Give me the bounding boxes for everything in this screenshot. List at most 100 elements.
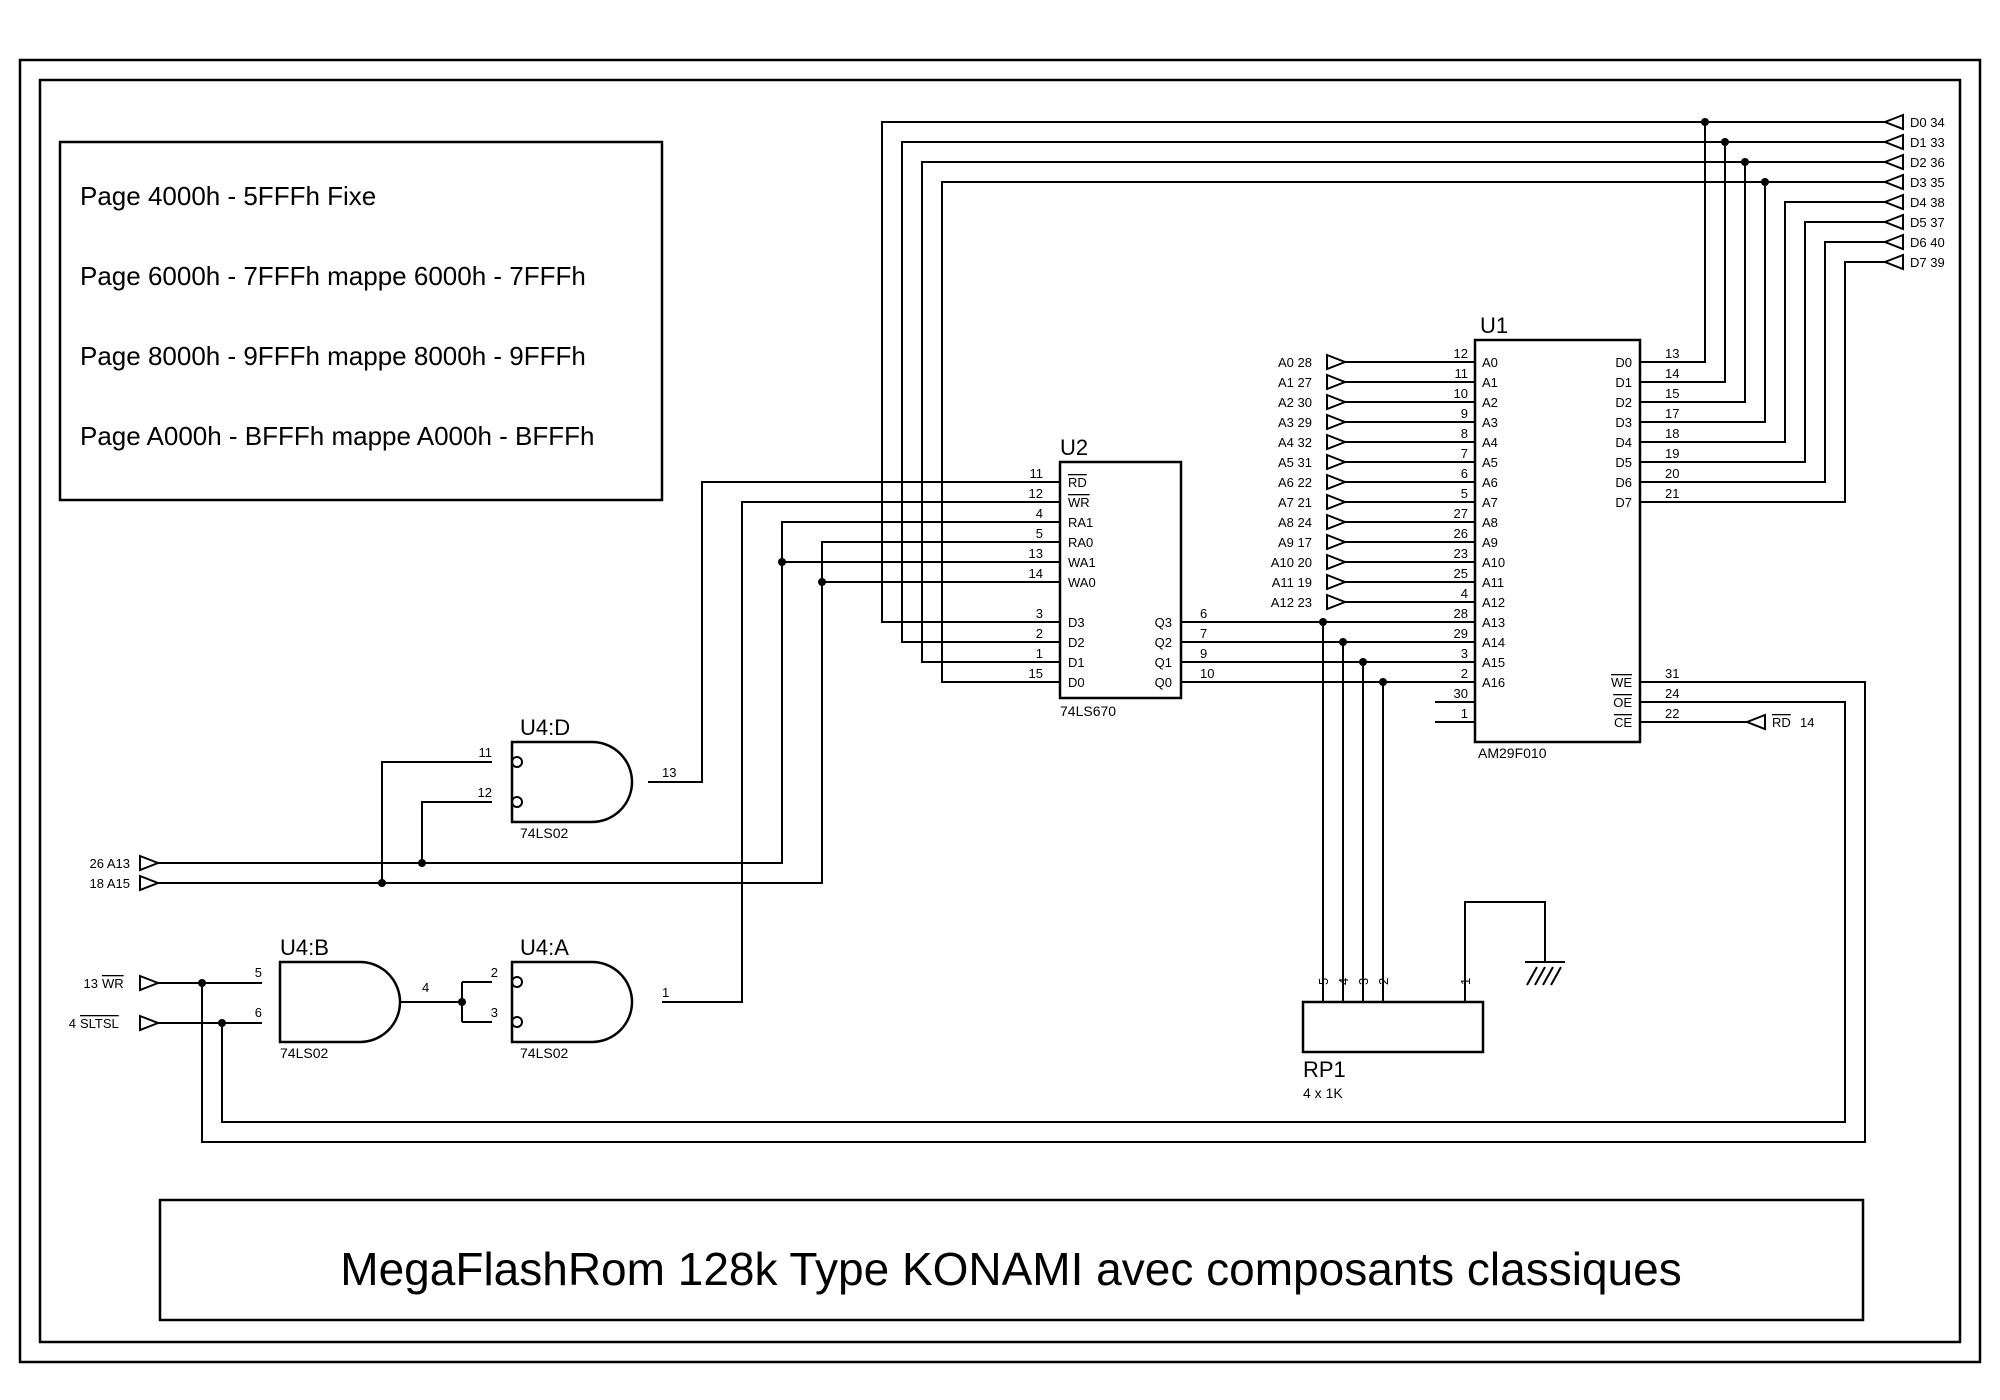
rp1-value: 4 x 1K (1303, 1085, 1343, 1101)
u2-pin-num: 15 (1029, 666, 1043, 681)
u1-pin-name: A16 (1482, 675, 1505, 690)
addr-port-label: A8 24 (1278, 515, 1312, 530)
notes-box (58, 140, 664, 502)
u4d-in2-bubble (511, 796, 523, 808)
junction-dot (818, 578, 826, 586)
addr-port-arrow (1326, 493, 1348, 511)
u4b-gate: U4:B 74LS02 5 6 4 (255, 935, 429, 1061)
u1-pin-name: D0 (1615, 355, 1632, 370)
u4d-in1-bubble (511, 756, 523, 768)
u1-pin-num: 26 (1454, 526, 1468, 541)
u2-pin-name: Q0 (1155, 675, 1172, 690)
rd-port: RD 14 (1744, 713, 1814, 731)
u1-pin-num: 6 (1461, 466, 1468, 481)
u1-pin-num: 8 (1461, 426, 1468, 441)
note-line-2: Page 6000h - 7FFFh mappe 6000h - 7FFFh (80, 261, 586, 291)
junction-dot (1741, 158, 1749, 166)
data-port-arrow (1882, 173, 1904, 191)
u1-pin-name: D6 (1615, 475, 1632, 490)
data-port-label: D6 40 (1910, 235, 1945, 250)
data-port-arrow (1882, 153, 1904, 171)
u1-pin-name: A2 (1482, 395, 1498, 410)
u1-pin-name: A13 (1482, 615, 1505, 630)
u1-pin-num: 12 (1454, 346, 1468, 361)
u1-pin-name: A7 (1482, 495, 1498, 510)
u1-pin-num: 23 (1454, 546, 1468, 561)
port-wr-arrow (139, 974, 161, 992)
u2-pin-num: 4 (1036, 506, 1043, 521)
data-port-label: D5 37 (1910, 215, 1945, 230)
u2-pin-name: RD (1068, 475, 1087, 490)
u2-pin-name: Q3 (1155, 615, 1172, 630)
u2-pin-num: 5 (1036, 526, 1043, 541)
addr-port-label: A4 32 (1278, 435, 1312, 450)
data-port-label: D2 36 (1910, 155, 1945, 170)
addr-port-label: A2 30 (1278, 395, 1312, 410)
u1-part: AM29F010 (1478, 745, 1547, 761)
u1-pin-num: 28 (1454, 606, 1468, 621)
u1-pin-name: D4 (1615, 435, 1632, 450)
junction-dot (1761, 178, 1769, 186)
u2-pin-num: 9 (1200, 646, 1207, 661)
u1-pin-num: 30 (1454, 686, 1468, 701)
junction-dot (1319, 618, 1327, 626)
u2-pin-name: D2 (1068, 635, 1085, 650)
u4a-pin-out: 1 (662, 985, 669, 1000)
data-port-arrow (1882, 213, 1904, 231)
data-port-label: D4 38 (1910, 195, 1945, 210)
addr-port-arrow (1326, 593, 1348, 611)
u1-pin-num: 13 (1665, 346, 1679, 361)
u2-pin-name: RA1 (1068, 515, 1093, 530)
junction-dot (418, 859, 426, 867)
u4a-body (510, 960, 634, 1044)
u1-pin-num: 5 (1461, 486, 1468, 501)
u4b-pin-in1: 5 (255, 965, 262, 980)
u1-ref: U1 (1480, 313, 1508, 338)
data-port-label: D1 33 (1910, 135, 1945, 150)
u2-pin-name: D1 (1068, 655, 1085, 670)
addr-port-arrow (1326, 413, 1348, 431)
u1-pin-num: 3 (1461, 646, 1468, 661)
u4d-part: 74LS02 (520, 825, 568, 841)
data-port-arrow (1882, 193, 1904, 211)
addr-port-arrow (1326, 533, 1348, 551)
u4d-ref: U4:D (520, 715, 570, 740)
port-wr-num: 13 (84, 976, 98, 991)
data-port-label: D0 34 (1910, 115, 1945, 130)
data-port-arrow (1882, 233, 1904, 251)
outer-frame (18, 58, 1982, 1364)
u1-pin-name: D3 (1615, 415, 1632, 430)
u1-pin-num: 9 (1461, 406, 1468, 421)
u1-pin-name: CE (1614, 715, 1632, 730)
u1-pin-num: 17 (1665, 406, 1679, 421)
u1-pin-num: 22 (1665, 706, 1679, 721)
u1-pin-name: A3 (1482, 415, 1498, 430)
addr-port-arrow (1326, 393, 1348, 411)
port-a15-arrow (139, 874, 161, 892)
u1-pin-name: A15 (1482, 655, 1505, 670)
u1-pin-name: D2 (1615, 395, 1632, 410)
u2-pin-name: Q1 (1155, 655, 1172, 670)
u1-pin-num: 2 (1461, 666, 1468, 681)
u2-pin-name: WA0 (1068, 575, 1096, 590)
rp1-body (1301, 1000, 1485, 1054)
addr-port-arrow (1326, 433, 1348, 451)
data-port-arrow (1882, 253, 1904, 271)
u1-pin-name: A4 (1482, 435, 1498, 450)
addr-port-arrow (1326, 373, 1348, 391)
u2-pin-num: 12 (1029, 486, 1043, 501)
junction-dot (218, 1019, 226, 1027)
port-sltsl-name: SLTSL (80, 1016, 119, 1031)
u4a-in2-bubble (511, 1016, 523, 1028)
addr-port-label: A7 21 (1278, 495, 1312, 510)
title-box (158, 1198, 1865, 1322)
rp1-ref: RP1 (1303, 1057, 1346, 1082)
u1-pin-name: A14 (1482, 635, 1505, 650)
u1-chip: U1 AM29F010 12A011A110A29A38A47A56A65A72… (1435, 313, 1680, 761)
u2-pin-num: 11 (1030, 466, 1044, 481)
